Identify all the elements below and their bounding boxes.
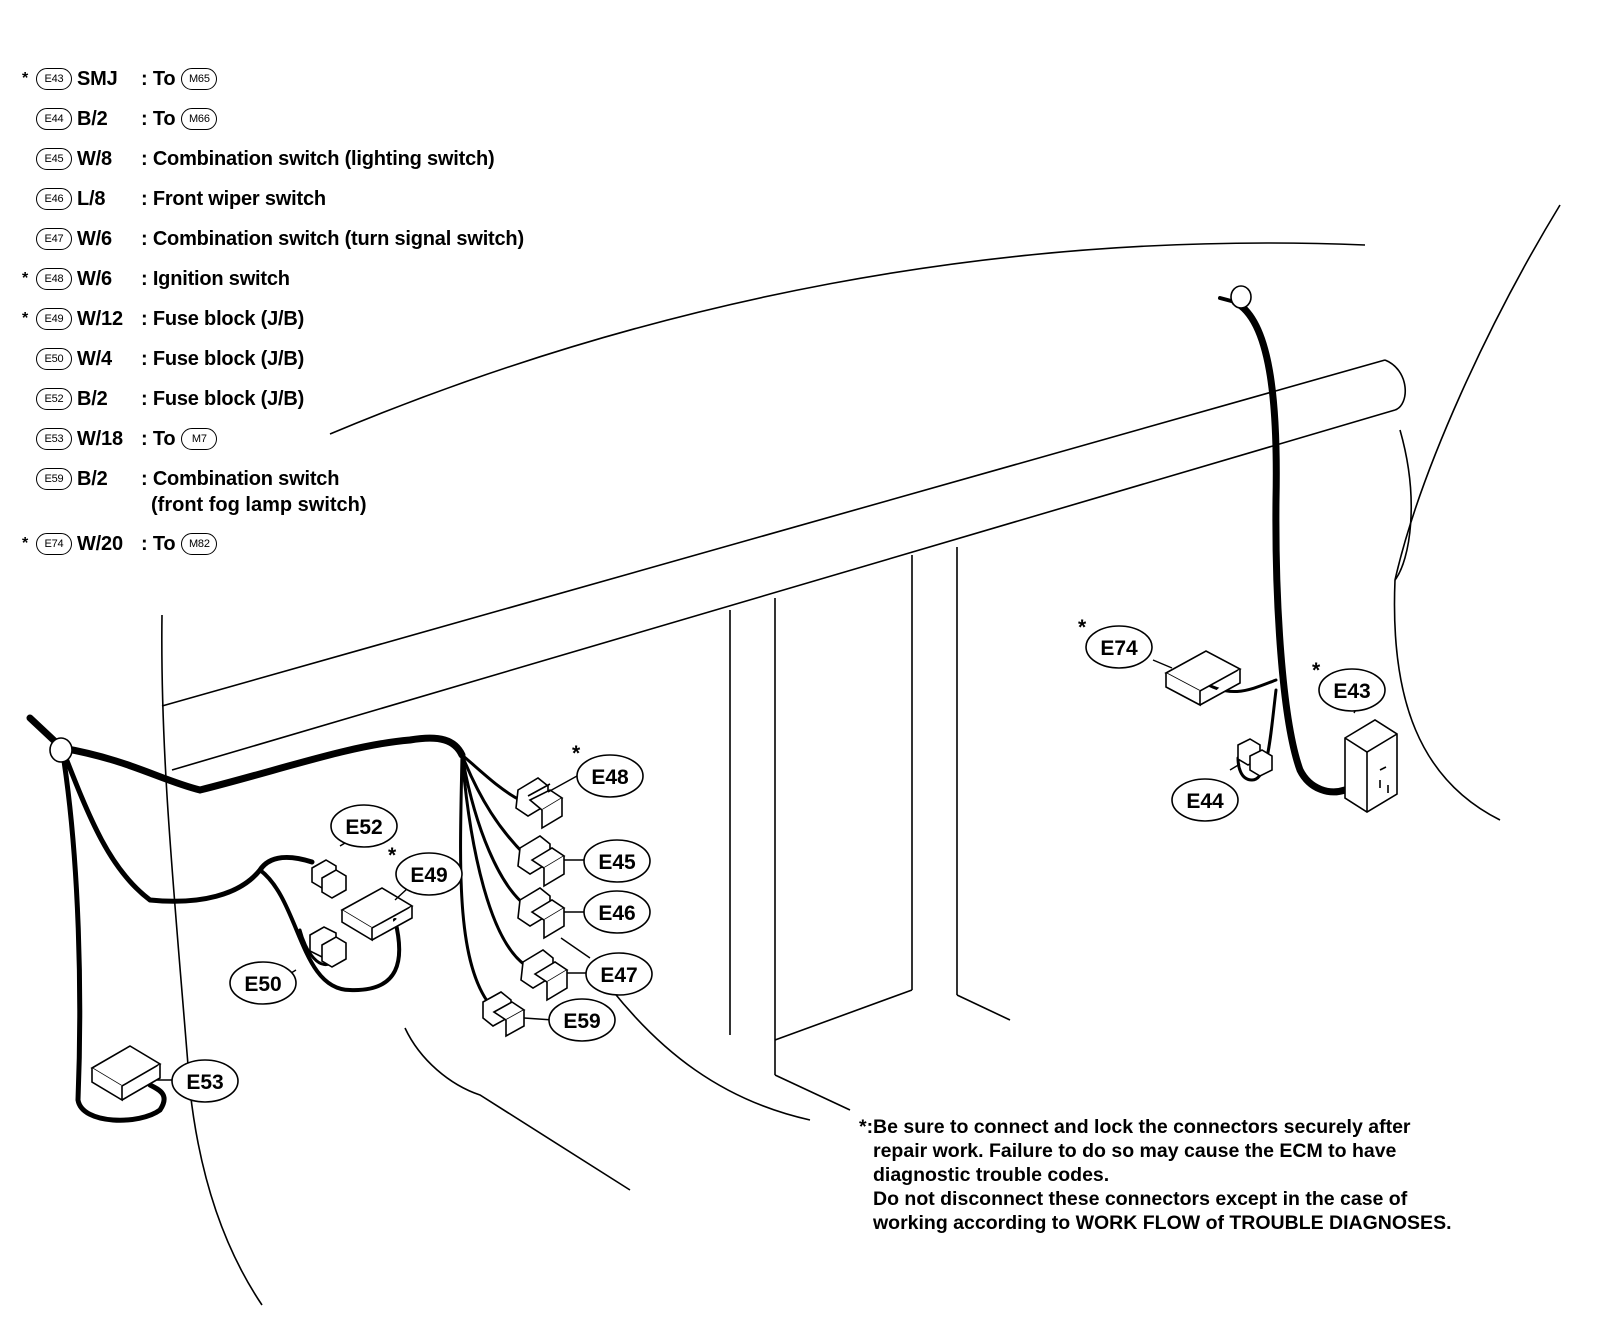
callout-e45: E45 bbox=[583, 839, 651, 883]
connector-spec: W/6 bbox=[77, 267, 112, 290]
callout-e59: E59 bbox=[548, 998, 616, 1042]
legend-star: * bbox=[22, 535, 29, 552]
connector-spec: B/2 bbox=[77, 107, 108, 130]
callout-e53: E53 bbox=[171, 1059, 239, 1103]
legend-row: E53 W/18 : To M7 bbox=[22, 424, 218, 454]
connector-desc: : Ignition switch bbox=[141, 267, 290, 290]
callout-e48-label: E48 bbox=[591, 766, 629, 789]
callout-e50: E50 bbox=[229, 961, 297, 1005]
connector-code-badge: E43 bbox=[36, 68, 72, 90]
note-line: diagnostic trouble codes. bbox=[873, 1164, 1110, 1186]
connector-desc: : Combination switch (lighting switch) bbox=[141, 147, 495, 170]
connector-shapes bbox=[49, 285, 1398, 1102]
legend-row: E45 W/8 : Combination switch (lighting s… bbox=[22, 144, 495, 174]
wire-harness bbox=[26, 296, 1349, 1123]
callout-e47-label: E47 bbox=[600, 964, 637, 987]
callout-e44-label: E44 bbox=[1186, 790, 1224, 813]
connector-code-badge: E46 bbox=[36, 188, 72, 210]
connector-code-badge: E45 bbox=[36, 148, 72, 170]
legend-row: * E74 W/20 : To M82 bbox=[22, 529, 218, 559]
connector-spec: W/20 bbox=[77, 532, 123, 555]
connector-desc: : To bbox=[141, 427, 176, 450]
connector-desc-continued: (front fog lamp switch) bbox=[151, 494, 367, 516]
connector-code-badge: E49 bbox=[36, 308, 72, 330]
note-marker: *: bbox=[859, 1116, 874, 1138]
connector-spec: W/4 bbox=[77, 347, 112, 370]
connector-spec: W/8 bbox=[77, 147, 112, 170]
legend-row: * E49 W/12 : Fuse block (J/B) bbox=[22, 304, 304, 334]
connector-spec: L/8 bbox=[77, 187, 106, 210]
legend-star: * bbox=[22, 270, 29, 287]
note-line: working according to WORK FLOW of TROUBL… bbox=[873, 1212, 1452, 1234]
note-line: Do not disconnect these connectors excep… bbox=[873, 1188, 1408, 1210]
connector-spec: W/6 bbox=[77, 227, 112, 250]
connector-code-badge: E52 bbox=[36, 388, 72, 410]
legend-star: * bbox=[22, 70, 29, 87]
connector-code-badge: E53 bbox=[36, 428, 72, 450]
callout-e49: E49 * bbox=[388, 844, 463, 896]
connector-code-badge: E59 bbox=[36, 468, 72, 490]
connector-desc: : Front wiper switch bbox=[141, 187, 326, 210]
callout-e43-label: E43 bbox=[1333, 680, 1370, 703]
connector-code-badge: E47 bbox=[36, 228, 72, 250]
note-line: Be sure to connect and lock the connecto… bbox=[873, 1116, 1411, 1138]
connector-spec: SMJ bbox=[77, 67, 118, 90]
connector-desc: : To bbox=[141, 107, 176, 130]
connector-desc: : Fuse block (J/B) bbox=[141, 387, 305, 410]
legend-row: E59 B/2 : Combination switch bbox=[22, 464, 339, 494]
destination-code-badge: M7 bbox=[181, 428, 218, 450]
callout-e49-label: E49 bbox=[410, 864, 447, 887]
destination-code-badge: M65 bbox=[181, 68, 218, 90]
legend-star: * bbox=[22, 310, 29, 327]
asterisk-e48: * bbox=[572, 742, 581, 765]
connector-spec: W/18 bbox=[77, 427, 123, 450]
callout-e44: E44 bbox=[1171, 778, 1239, 822]
dashboard-outline bbox=[161, 204, 1561, 1306]
asterisk-e43: * bbox=[1312, 659, 1321, 682]
legend-row: E50 W/4 : Fuse block (J/B) bbox=[22, 344, 304, 374]
connector-code-badge: E48 bbox=[36, 268, 72, 290]
connector-code-badge: E74 bbox=[36, 533, 72, 555]
callout-e47: E47 bbox=[585, 952, 653, 996]
legend-row: E52 B/2 : Fuse block (J/B) bbox=[22, 384, 304, 414]
connector-desc: : To bbox=[141, 532, 176, 555]
legend-row: * E43 SMJ : To M65 bbox=[22, 64, 218, 94]
note-line: repair work. Failure to do so may cause … bbox=[873, 1140, 1397, 1162]
callout-e45-label: E45 bbox=[598, 851, 636, 874]
destination-code-badge: M82 bbox=[181, 533, 218, 555]
callout-e52: E52 bbox=[330, 804, 398, 848]
asterisk-e74: * bbox=[1078, 616, 1087, 639]
connector-desc: : Fuse block (J/B) bbox=[141, 347, 305, 370]
callout-e74: E74 * bbox=[1078, 616, 1153, 669]
legend-row: * E48 W/6 : Ignition switch bbox=[22, 264, 290, 294]
callout-e53-label: E53 bbox=[186, 1071, 223, 1094]
leader-lines bbox=[157, 659, 1363, 1081]
connector-desc: : Combination switch (turn signal switch… bbox=[141, 227, 524, 250]
callout-e50-label: E50 bbox=[244, 973, 281, 996]
connector-code-badge: E44 bbox=[36, 108, 72, 130]
connector-code-badge: E50 bbox=[36, 348, 72, 370]
connector-desc: : Fuse block (J/B) bbox=[141, 307, 305, 330]
legend-row: E47 W/6 : Combination switch (turn signa… bbox=[22, 224, 524, 254]
callout-e52-label: E52 bbox=[345, 816, 382, 839]
callout-e43: E43 * bbox=[1312, 659, 1386, 712]
callout-e74-label: E74 bbox=[1100, 637, 1138, 660]
callouts: E48 * E45 E46 E47 E59 E52 E49 * bbox=[171, 616, 1386, 1103]
connector-desc: : To bbox=[141, 67, 176, 90]
callout-e59-label: E59 bbox=[563, 1010, 600, 1033]
connector-spec: W/12 bbox=[77, 307, 123, 330]
asterisk-e49: * bbox=[388, 844, 397, 867]
destination-code-badge: M66 bbox=[181, 108, 218, 130]
legend-row: E46 L/8 : Front wiper switch bbox=[22, 184, 326, 214]
connector-lock-note: *: Be sure to connect and lock the conne… bbox=[859, 1115, 1553, 1235]
callout-e48: E48 * bbox=[572, 742, 644, 798]
connector-spec: B/2 bbox=[77, 467, 108, 490]
legend-row: E44 B/2 : To M66 bbox=[22, 104, 218, 134]
connector-desc: : Combination switch bbox=[141, 467, 340, 490]
callout-e46: E46 bbox=[583, 890, 651, 934]
callout-e46-label: E46 bbox=[598, 902, 635, 925]
connector-spec: B/2 bbox=[77, 387, 108, 410]
